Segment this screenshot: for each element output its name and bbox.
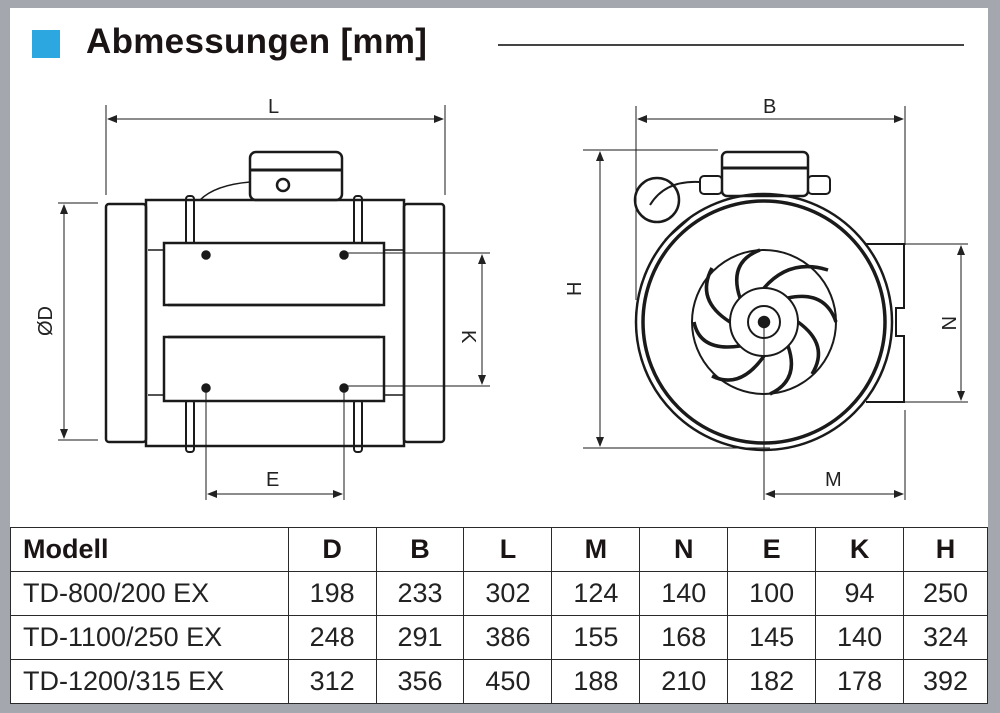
- cell-e: 182: [727, 659, 817, 704]
- cell-l: 302: [463, 571, 553, 616]
- dim-label-k: K: [457, 330, 479, 344]
- dim-label-e: E: [266, 469, 279, 491]
- cell-d: 248: [287, 615, 377, 660]
- cell-h: 324: [903, 615, 988, 660]
- table-row: TD-1200/315 EX 312 356 450 188 210 182 1…: [10, 659, 988, 704]
- front-view-drawing: [583, 106, 968, 500]
- cell-b: 233: [375, 571, 465, 616]
- table-row: TD-800/200 EX 198 233 302 124 140 100 94…: [10, 571, 988, 616]
- cell-n: 168: [639, 615, 729, 660]
- cell-l: 386: [463, 615, 553, 660]
- dim-label-b: B: [763, 96, 776, 118]
- cell-m: 124: [551, 571, 641, 616]
- cell-l: 450: [463, 659, 553, 704]
- section-marker-square: [32, 30, 60, 58]
- column-header-d: D: [287, 527, 377, 572]
- cell-n: 210: [639, 659, 729, 704]
- dim-label-n: N: [937, 316, 959, 330]
- column-header-n: N: [639, 527, 729, 572]
- column-header-l: L: [463, 527, 553, 572]
- cell-h: 250: [903, 571, 988, 616]
- dim-label-d: ØD: [35, 306, 57, 336]
- cell-b: 356: [375, 659, 465, 704]
- column-header-modell: Modell: [10, 527, 289, 572]
- cell-m: 188: [551, 659, 641, 704]
- column-header-b: B: [375, 527, 465, 572]
- table-header-row: Modell D B L M N E K H: [10, 527, 988, 572]
- cell-e: 100: [727, 571, 817, 616]
- cell-k: 140: [815, 615, 905, 660]
- page-title: Abmessungen [mm]: [86, 22, 428, 61]
- cell-k: 178: [815, 659, 905, 704]
- table-row: TD-1100/250 EX 248 291 386 155 168 145 1…: [10, 615, 988, 660]
- dimensions-table: Modell D B L M N E K H TD-800/200 EX 198…: [10, 527, 988, 704]
- cell-b: 291: [375, 615, 465, 660]
- column-header-h: H: [903, 527, 988, 572]
- cell-model: TD-1100/250 EX: [10, 615, 289, 660]
- cell-k: 94: [815, 571, 905, 616]
- dim-label-l: L: [268, 96, 279, 118]
- cell-h: 392: [903, 659, 988, 704]
- cell-n: 140: [639, 571, 729, 616]
- cell-d: 198: [287, 571, 377, 616]
- technical-drawings: L E ØD K: [35, 96, 968, 500]
- cell-m: 155: [551, 615, 641, 660]
- side-view-drawing: [58, 105, 490, 500]
- cell-e: 145: [727, 615, 817, 660]
- dim-label-h: H: [564, 282, 586, 296]
- cell-d: 312: [287, 659, 377, 704]
- title-rule-divider: [498, 44, 964, 46]
- column-header-e: E: [727, 527, 817, 572]
- cell-model: TD-1200/315 EX: [10, 659, 289, 704]
- dim-label-m: M: [825, 469, 842, 491]
- column-header-m: M: [551, 527, 641, 572]
- column-header-k: K: [815, 527, 905, 572]
- cell-model: TD-800/200 EX: [10, 571, 289, 616]
